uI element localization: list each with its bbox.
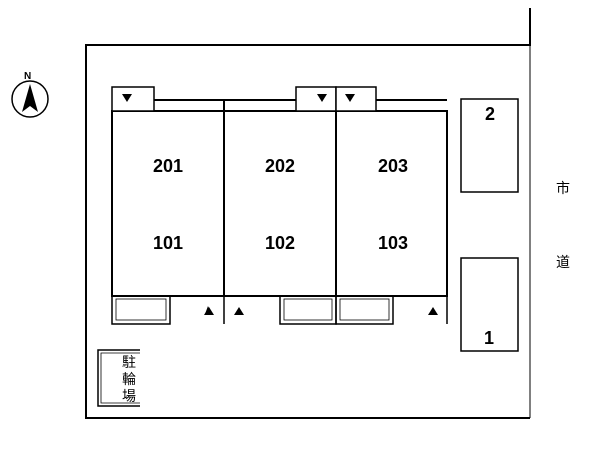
parking-space-1: 1 [460, 257, 519, 352]
up-arrow-icon [234, 307, 244, 315]
building-outline [111, 110, 448, 297]
unit-101-label: 101 [153, 233, 183, 253]
site-boundary [85, 8, 531, 419]
unit-103-label: 103 [378, 233, 408, 253]
down-arrow-icon [317, 94, 327, 102]
porch-101 [111, 295, 171, 325]
road-char-1: 市 [556, 180, 570, 197]
bicycle-parking-char-1: 駐 [122, 355, 136, 371]
entrance-box-201 [111, 86, 155, 112]
north-arrow-icon [22, 84, 38, 112]
bicycle-parking-char-2: 輪 [122, 371, 136, 388]
compass-north-label: N [24, 71, 31, 82]
compass: N [11, 71, 49, 118]
down-arrow-icon [122, 94, 132, 102]
road-label: 市 道 [556, 180, 570, 271]
parking-space-2: 2 [460, 98, 519, 193]
parking-1-label: 1 [484, 328, 494, 348]
unit-102-label: 102 [265, 233, 295, 253]
up-arrow-icon [204, 307, 214, 315]
parking-2-label: 2 [485, 104, 495, 124]
entrance-box-202 [295, 86, 337, 112]
bicycle-parking-char-3: 場 [122, 389, 136, 405]
apartment-building: 201 202 203 101 102 103 [111, 86, 448, 325]
compass-ring [11, 80, 49, 118]
unit-202-label: 202 [265, 156, 295, 176]
lot-line [85, 8, 531, 419]
bicycle-parking: 駐 輪 場 [97, 349, 140, 407]
unit-203-label: 203 [378, 156, 408, 176]
up-arrow-icon [428, 307, 438, 315]
porch-102 [279, 295, 337, 325]
entrance-box-203 [335, 86, 377, 112]
unit-201-label: 201 [153, 156, 183, 176]
down-arrow-icon [345, 94, 355, 102]
porch-103 [335, 295, 394, 325]
road-char-2: 道 [556, 255, 570, 271]
